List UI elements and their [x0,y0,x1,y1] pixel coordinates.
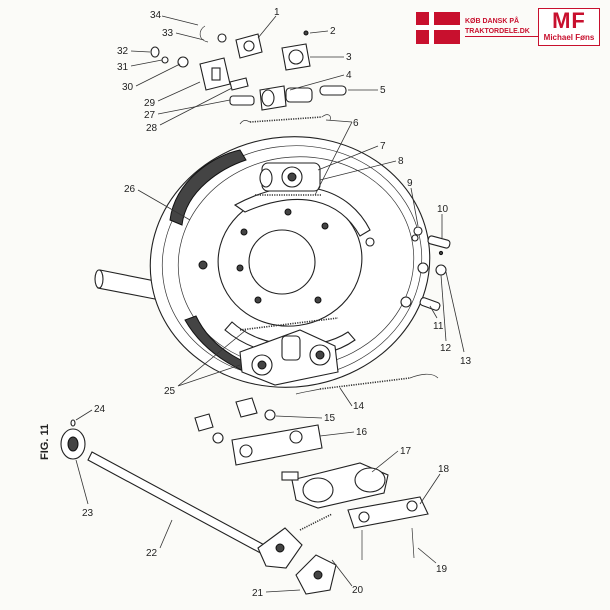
mf-logo-text: MF [552,8,586,33]
callout-7: 7 [380,141,386,152]
callout-14: 14 [353,401,365,412]
spring-lower-loose [319,377,411,390]
callout-5: 5 [380,85,386,96]
callout-24: 24 [94,404,106,415]
callout-28: 28 [146,123,158,134]
mf-logo-name: Michael Føns [543,33,595,42]
callout-numbers: 1 2 3 4 5 6 7 8 9 10 11 12 13 14 15 16 1… [82,7,472,599]
brand-logo[interactable]: KØB DANSK PÅ TRAKTORDELE.DK MF Michael F… [416,8,602,48]
callout-12: 12 [440,343,452,354]
spring-small [299,513,333,531]
callout-30: 30 [122,82,134,93]
logo-tagline-1: KØB DANSK PÅ [465,18,520,25]
callout-17: 17 [400,446,412,457]
logo-tagline-2: TRAKTORDELE.DK [465,27,539,37]
callout-15: 15 [324,413,336,424]
danish-flag-icon [416,12,460,44]
callout-20: 20 [352,585,364,596]
anchor-assembly [239,329,339,386]
callout-27: 27 [144,110,156,121]
spring-upper-loose [249,116,323,123]
spring-lower-inner [239,317,339,331]
callout-8: 8 [398,156,404,167]
callout-9: 9 [407,178,413,189]
callout-2: 2 [330,26,336,37]
spring-upper-hooks [239,114,331,125]
callout-1: 1 [274,7,280,18]
callout-34: 34 [150,10,162,21]
callout-21: 21 [252,588,264,599]
callout-11: 11 [433,321,444,332]
top-parts [150,25,347,111]
right-parts [413,226,451,311]
leader-lines [75,15,465,593]
callout-26: 26 [124,184,136,195]
callout-29: 29 [144,98,156,109]
callout-32: 32 [117,46,129,57]
expander-housing [259,162,321,192]
callout-33: 33 [162,28,174,39]
bottom-parts [60,397,429,595]
callout-6: 6 [353,118,359,129]
callout-10: 10 [437,204,449,215]
callout-22: 22 [146,548,158,559]
callout-4: 4 [346,70,352,81]
callout-25: 25 [164,386,176,397]
callout-18: 18 [438,464,450,475]
callout-16: 16 [356,427,368,438]
spring-lower-hooks [295,373,439,395]
callout-3: 3 [346,52,352,63]
callout-23: 23 [82,508,94,519]
callout-31: 31 [117,62,129,73]
mf-logo-box: MF Michael Føns [538,8,600,46]
figure-label: FIG. 11 [39,424,51,460]
callout-13: 13 [460,356,472,367]
callout-19: 19 [436,564,448,575]
